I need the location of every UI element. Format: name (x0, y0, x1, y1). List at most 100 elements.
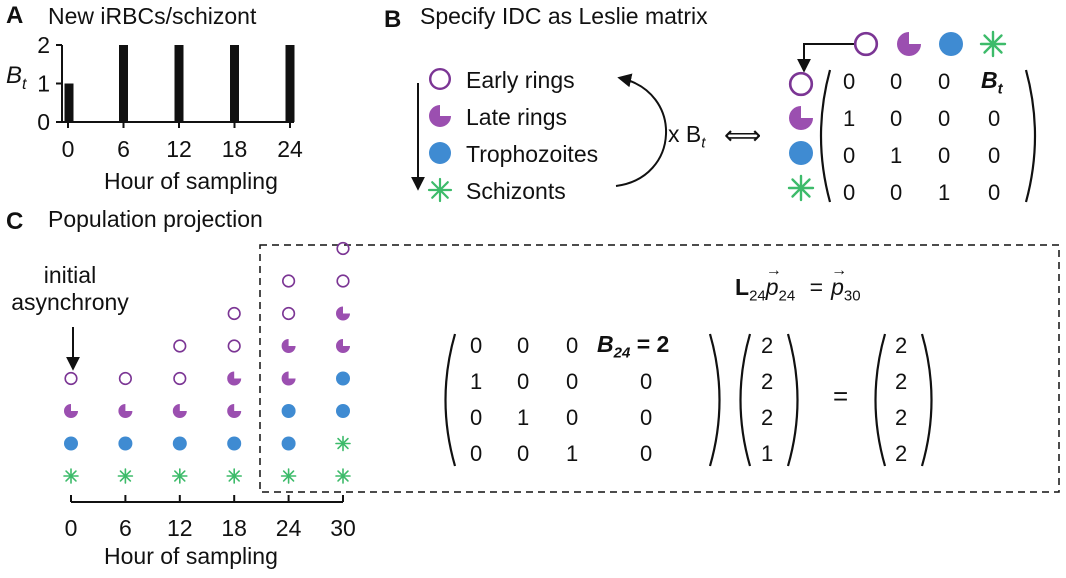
matrix-b-r2c3: 0 (988, 143, 1001, 168)
trophozoites-point (281, 436, 296, 451)
matrix-l-r2c1: 1 (517, 405, 530, 430)
matrix-l-r0c1: 0 (517, 333, 530, 358)
cycle-return-arrow (615, 73, 667, 187)
vector-arrow-icon: → (765, 262, 782, 279)
early-rings-point (118, 371, 132, 386)
panel-c-label: C (6, 208, 24, 235)
panel-a-x-tick-label: 0 (62, 136, 75, 162)
schizonts-point (63, 468, 79, 484)
trophozoites-point (172, 436, 187, 451)
projection-equation: L24→p24 =→p30 (735, 262, 861, 305)
stage-label-trophozoites: Trophozoites (466, 141, 599, 167)
vector-p24-left-paren (739, 333, 752, 467)
matrix-l-right-paren (708, 333, 721, 467)
matrix-b-r1c3: 0 (988, 106, 1001, 131)
filled-circle-icon (429, 142, 451, 164)
schizonts-point (335, 435, 351, 452)
equals-sign: = (833, 381, 849, 411)
pacman-icon (429, 105, 451, 127)
vector-p30-left-paren (874, 333, 887, 467)
panel-b-title: Specify IDC as Leslie matrix (420, 3, 708, 29)
panel-a-bar (230, 45, 239, 122)
open-circle-icon (788, 71, 814, 97)
early-rings-point (173, 371, 187, 386)
matrix-l-left-paren (444, 333, 457, 467)
matrix-b-left-paren (819, 69, 832, 203)
panel-a-x-tick-label: 6 (117, 136, 130, 162)
matrix-l-r2c2: 0 (566, 405, 579, 430)
late-rings-point (336, 306, 350, 321)
asterisk-icon (979, 30, 1007, 58)
vector-p24-2: 2 (761, 405, 774, 430)
late-rings-point (227, 371, 242, 386)
early-rings-point (64, 371, 78, 386)
panel-c-x-tick-label: 0 (65, 515, 78, 541)
early-rings-point (227, 306, 241, 321)
schizonts-point (335, 468, 351, 484)
trophozoites-point (227, 436, 242, 451)
vector-p24-right-paren (786, 333, 799, 467)
matrix-b-right-paren (1024, 69, 1037, 203)
matrix-b-r1c1: 0 (890, 106, 903, 131)
pacman-icon (789, 106, 813, 130)
filled-circle-icon (939, 32, 963, 56)
matrix-b-r3c0: 0 (843, 180, 856, 205)
panel-a-x-tick-label: 12 (166, 136, 192, 162)
schizonts-point (117, 468, 134, 484)
panel-a-x-tick-label: 24 (277, 136, 303, 162)
matrix-l-r0c0: 0 (470, 333, 483, 358)
matrix-b-r1c2: 0 (938, 106, 951, 131)
vector-p30-2: 2 (895, 405, 908, 430)
matrix-l-r1c1: 0 (517, 369, 530, 394)
vector-arrow-icon: → (831, 262, 848, 279)
vector-p30-0: 2 (895, 333, 908, 358)
stage-label-schizonts: Schizonts (466, 178, 566, 204)
matrix-b-r0c0: 0 (843, 69, 856, 94)
matrix-l-r0c2: 0 (566, 333, 579, 358)
late-rings-point (64, 404, 78, 418)
matrix-b-r1c0: 1 (843, 106, 856, 131)
initial-label: initial (43, 262, 97, 288)
matrix-b-r0c1: 0 (890, 69, 903, 94)
matrix-l-r1c0: 1 (470, 369, 483, 394)
late-rings-point (227, 404, 242, 418)
matrix-l-b24: B24 = 2 (597, 331, 670, 362)
matrix-b-r2c2: 0 (938, 143, 951, 168)
vector-p30-3: 2 (895, 441, 908, 466)
pacman-icon (897, 32, 921, 56)
matrix-b-r3c3: 0 (988, 180, 1001, 205)
trophozoites-point (281, 404, 296, 418)
projection-dashed-box (259, 244, 1060, 493)
trophozoites-point (336, 371, 350, 386)
late-rings-point (281, 371, 296, 386)
vector-p30-1: 2 (895, 369, 908, 394)
schizonts-point (172, 468, 188, 484)
early-rings-point (282, 306, 296, 321)
panel-c-xlabel: Hour of sampling (104, 543, 278, 569)
panel-c-x-tick-label: 6 (119, 515, 132, 541)
matrix-l-r1c2: 0 (566, 369, 579, 394)
early-rings-point (282, 274, 296, 288)
late-rings-point (118, 404, 133, 418)
vector-p30-right-paren (920, 333, 933, 467)
panel-a-y-tick-label: 1 (37, 71, 50, 97)
panel-a-bar (174, 45, 184, 122)
matrix-l-r3c1: 0 (517, 441, 530, 466)
matrix-l-r2c3: 0 (640, 405, 653, 430)
panel-a-xlabel: Hour of sampling (104, 168, 278, 194)
panel-a-y-tick-label: 0 (37, 109, 50, 135)
open-circle-icon (853, 31, 879, 57)
matrix-b-r2c1: 1 (890, 143, 903, 168)
filled-circle-icon (789, 141, 813, 165)
matrix-l-r1c3: 0 (640, 369, 653, 394)
matrix-l-r3c3: 0 (640, 441, 653, 466)
late-rings-point (336, 339, 350, 353)
vector-p24-0: 2 (761, 333, 774, 358)
panel-a-bar (285, 45, 295, 122)
iff-symbol: ⟺ (724, 120, 762, 150)
panel-c-x-tick-label: 30 (330, 515, 356, 541)
early-rings-point (336, 241, 350, 256)
late-rings-point (172, 404, 187, 418)
panel-b-stage-icons (427, 30, 1007, 203)
